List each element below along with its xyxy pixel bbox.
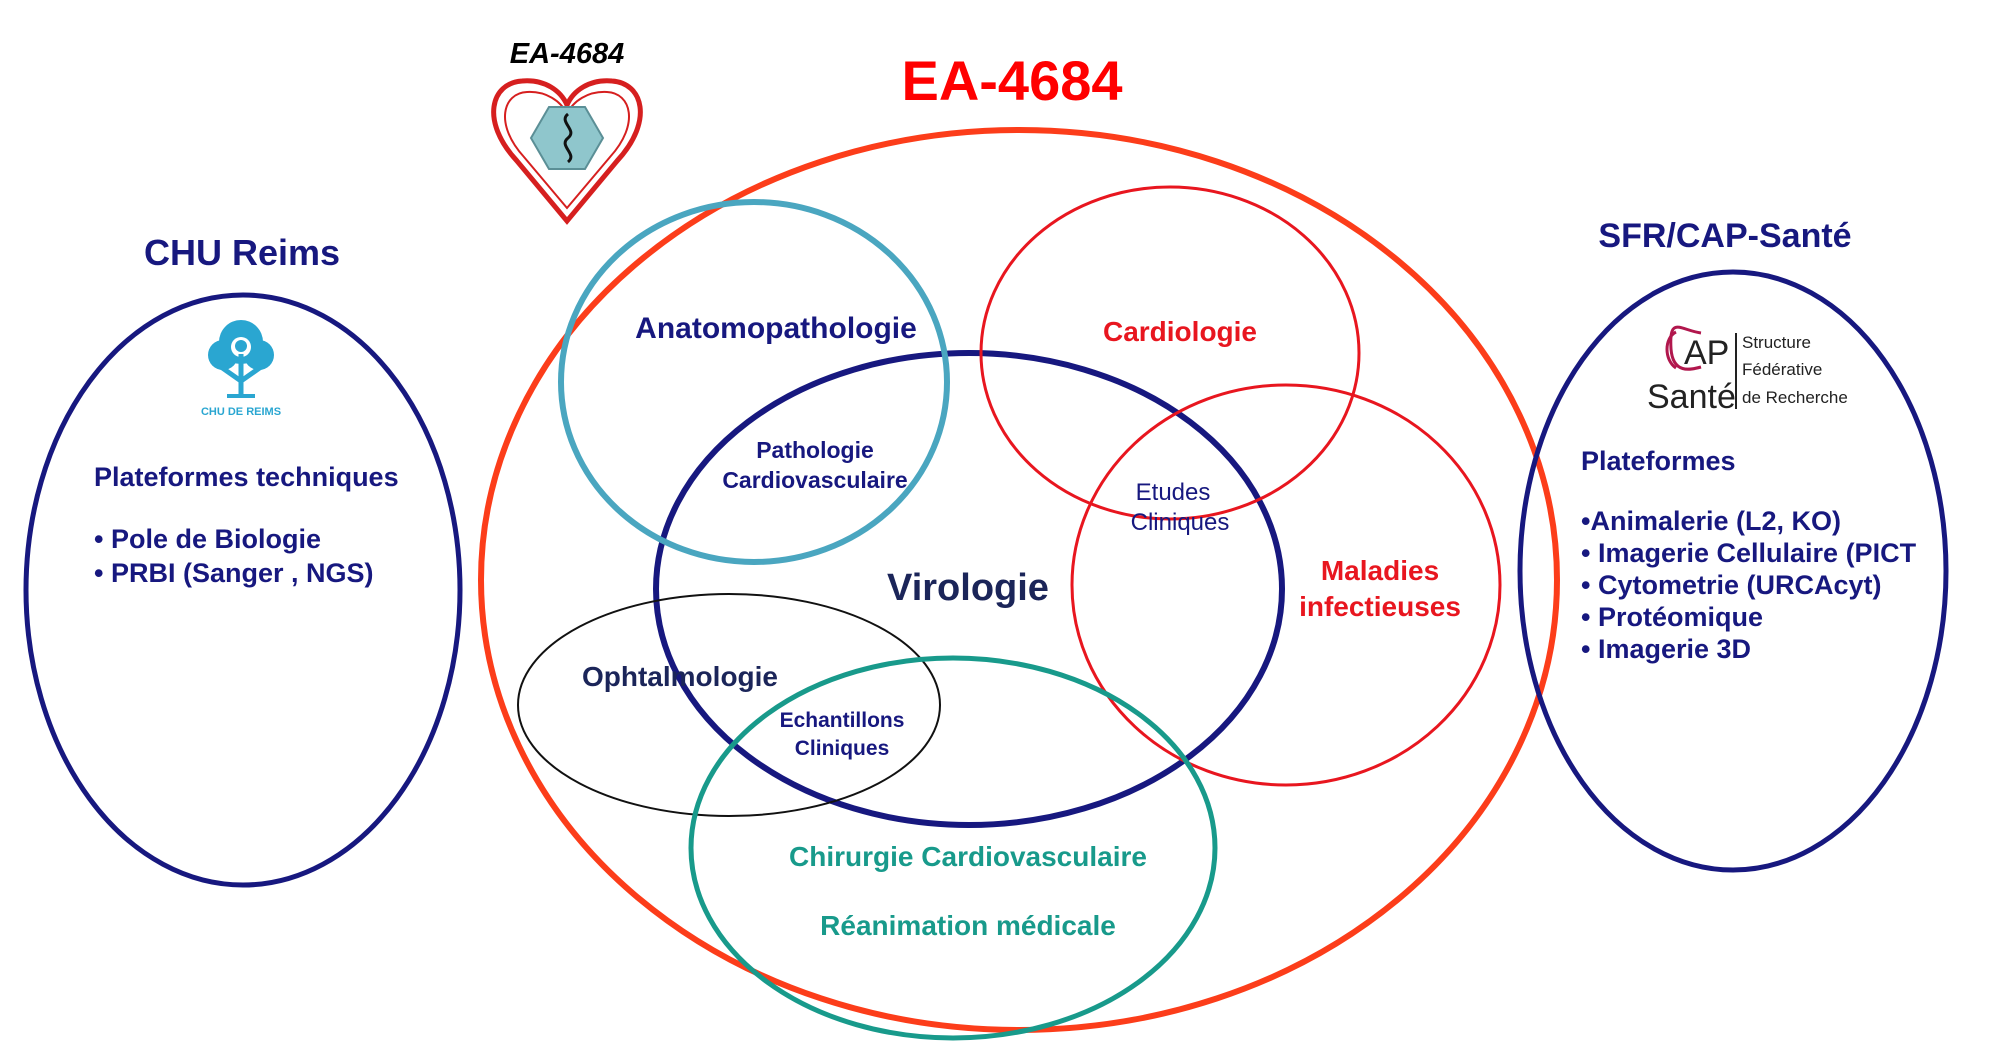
chu-reims-ellipse <box>23 292 463 888</box>
echantillons-cliniques-label-line2: Cliniques <box>795 737 890 760</box>
logo-ea-label: EA-4684 <box>510 38 624 70</box>
reanimation-label: Réanimation médicale <box>820 910 1116 941</box>
sfr-platform-item: • Imagerie 3D <box>1581 634 1751 664</box>
virologie-label: Virologie <box>887 567 1049 609</box>
heart-c-icon <box>1669 325 1702 371</box>
echantillons-cliniques-label-line1: Echantillons <box>780 709 905 732</box>
chu-reims-title: CHU Reims <box>144 232 340 273</box>
cardiologie-circle <box>979 185 1361 521</box>
sfr-platform-item: • Protéomique <box>1581 602 1763 632</box>
sfr-cap-sante-title: SFR/CAP-Santé <box>1598 217 1851 255</box>
chirurgie-cv-label: Chirurgie Cardiovasculaire <box>789 841 1147 872</box>
ea-4684-logo: EA-4684 <box>491 38 643 225</box>
pathologie-cv-label-line1: Pathologie <box>756 437 874 463</box>
cap-logo-line1: Structure <box>1742 333 1811 352</box>
cap-logo-cap: AP <box>1684 334 1729 372</box>
chirurgie-reanimation-ellipse <box>688 655 1218 1041</box>
helix-icon <box>563 112 573 164</box>
chu-reims-logo: CHU DE REIMS <box>201 320 281 418</box>
sfr-platforms-heading: Plateformes <box>1581 446 1736 476</box>
sfr-platform-item: •Animalerie (L2, KO) <box>1581 506 1841 536</box>
etudes-cliniques-label-line2: Cliniques <box>1131 509 1230 536</box>
chu-platform-item: • Pole de Biologie <box>94 524 321 554</box>
cap-sante-logo: AP Santé Structure Fédérative de Recherc… <box>1647 325 1848 416</box>
maladies-infectieuses-label-line1: Maladies <box>1321 555 1439 586</box>
virologie-ellipse <box>653 350 1285 828</box>
heart-icon <box>491 78 643 225</box>
chu-platforms-heading: Plateformes techniques <box>94 462 399 492</box>
sfr-platform-item: • Imagerie Cellulaire (PICT <box>1581 538 1917 568</box>
etudes-cliniques-label-line1: Etudes <box>1136 479 1211 506</box>
chu-logo-caption: CHU DE REIMS <box>201 406 281 418</box>
ophtalmologie-label: Ophtalmologie <box>582 661 778 692</box>
ophtalmologie-ellipse <box>517 593 941 817</box>
maladies-infectieuses-circle <box>1070 383 1502 787</box>
sfr-platform-item: • Cytometrie (URCAcyt) <box>1581 570 1882 600</box>
chu-platform-item: • PRBI (Sanger , NGS) <box>94 558 374 588</box>
anatomopathologie-circle <box>558 199 950 565</box>
main-title: EA-4684 <box>901 49 1122 112</box>
cap-logo-line2: Fédérative <box>1742 360 1822 379</box>
cap-logo-line3: de Recherche <box>1742 388 1848 407</box>
anatomopathologie-label: Anatomopathologie <box>635 312 917 345</box>
pathologie-cv-label-line2: Cardiovasculaire <box>722 467 907 493</box>
maladies-infectieuses-label-line2: infectieuses <box>1299 591 1461 622</box>
cap-logo-sante: Santé <box>1647 378 1736 416</box>
cardiologie-label: Cardiologie <box>1103 316 1257 347</box>
sfr-cap-sante-ellipse <box>1517 269 1949 873</box>
